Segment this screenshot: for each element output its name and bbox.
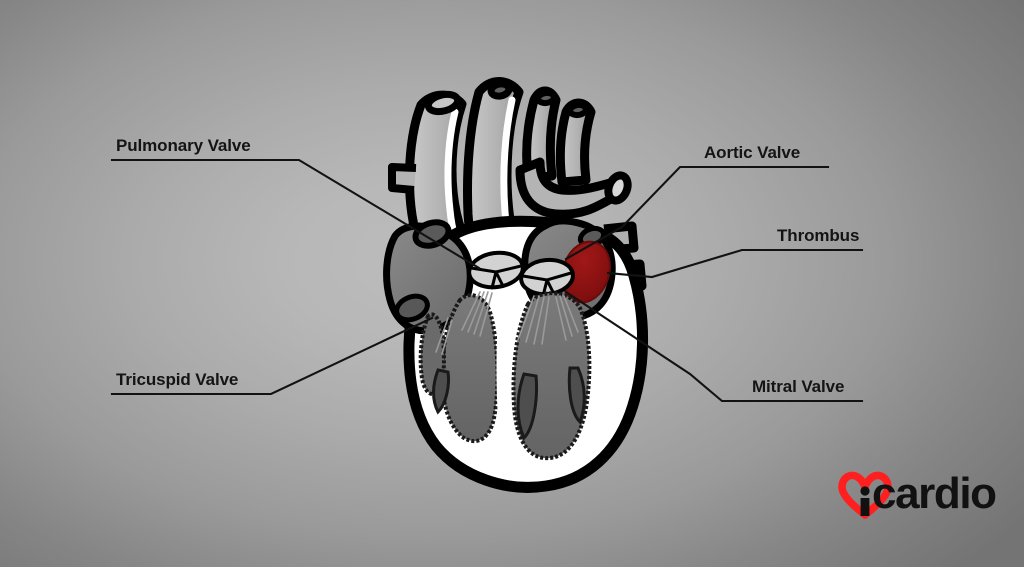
right-papillary-muscle (432, 368, 450, 415)
valves-group (467, 249, 575, 298)
left-papillary-muscle-anterior (516, 372, 538, 441)
leader-tricuspid-valve (110, 316, 434, 396)
right-atrial-appendage (394, 293, 430, 323)
label-pulmonary-valve: Pulmonary Valve (116, 136, 251, 155)
subclavian-lumen (567, 101, 589, 119)
logo-wordmark: cardio (872, 469, 997, 518)
label-aortic-valve: Aortic Valve (704, 143, 801, 162)
pulmonary-artery-lumen (487, 80, 513, 100)
interventricular-septum (496, 295, 509, 447)
heart-logo-icon (838, 471, 892, 519)
brachiocephalic-lumen (535, 89, 557, 107)
ventricles-group (418, 291, 592, 461)
leader-lines-group (110, 158, 864, 403)
pulmonary-valve-annulus[interactable] (467, 249, 525, 290)
icardio-logo[interactable]: cardio (834, 470, 997, 524)
chordae-tendineae (435, 291, 579, 355)
leader-mitral-valve (564, 290, 864, 403)
left-papillary-muscle-posterior (567, 366, 586, 425)
aortic-valve-cusps (521, 271, 573, 298)
label-mitral-valve: Mitral Valve (752, 377, 845, 396)
descending-aorta-lumen (604, 171, 632, 205)
leader-thrombus (606, 248, 864, 279)
right-atrium-ostium (412, 219, 452, 249)
leader-pulmonary-valve (110, 158, 481, 270)
vena-cava-lumen (424, 90, 462, 116)
leader-aortic-valve (564, 165, 830, 261)
label-thrombus: Thrombus (777, 226, 860, 245)
label-tricuspid-valve: Tricuspid Valve (116, 370, 239, 389)
svc-side-branch (388, 163, 417, 194)
